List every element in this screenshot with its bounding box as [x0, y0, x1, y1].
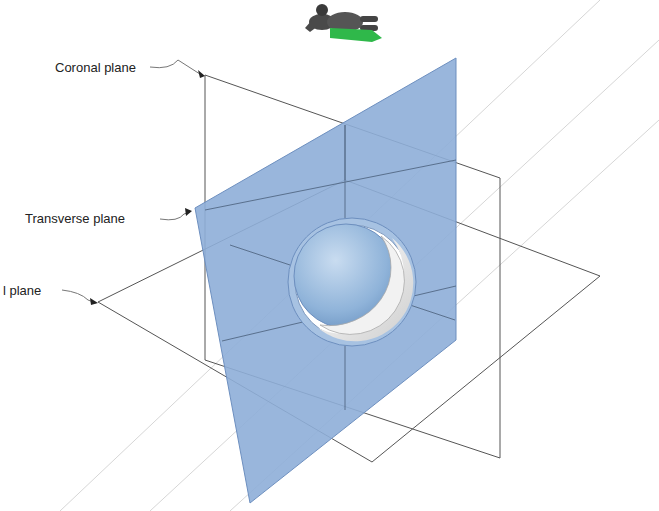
- plane-label: Transverse plane: [25, 211, 125, 227]
- plane-label: Coronal plane: [55, 60, 136, 76]
- plane-label: l plane: [3, 283, 41, 299]
- human-figure: [305, 4, 382, 42]
